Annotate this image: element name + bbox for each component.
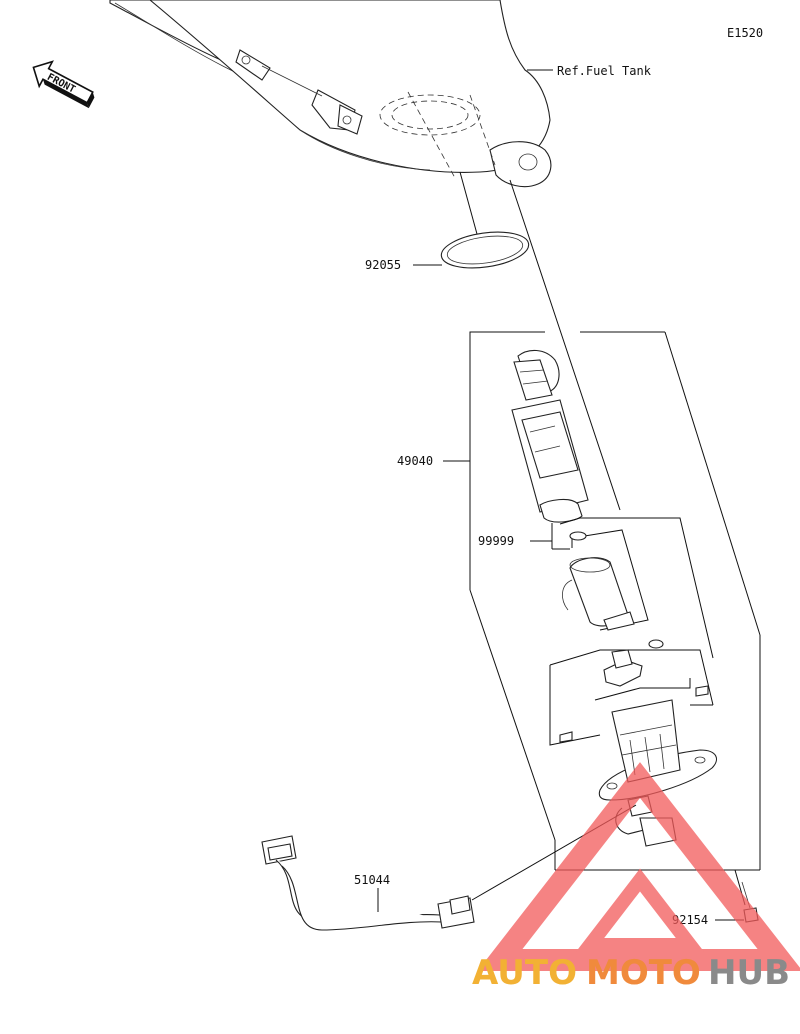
fuel-pump-motor — [562, 557, 635, 631]
svg-text:MOTO: MOTO — [586, 953, 701, 993]
diagram-code: E1520 — [727, 26, 763, 40]
small-oring — [569, 531, 587, 541]
watermark-text: AUTO MOTO HUB — [472, 953, 790, 993]
screw-icon — [559, 685, 709, 743]
fuel-tank-outline — [109, 0, 552, 188]
gasket-ring — [440, 231, 530, 269]
front-arrow-icon: FRONT — [32, 60, 95, 109]
part-number-49040: 49040 — [397, 454, 433, 468]
part-number-51044: 51044 — [354, 873, 390, 887]
small-oring-2 — [648, 639, 664, 649]
reference-label: Ref.Fuel Tank — [557, 64, 652, 78]
svg-text:AUTO: AUTO — [472, 953, 577, 993]
part-number-92055: 92055 — [365, 258, 401, 272]
watermark-logo — [477, 762, 800, 971]
assembly-bracket-49040 — [469, 331, 761, 871]
pressure-regulator — [603, 649, 643, 687]
part-number-99999: 99999 — [478, 534, 514, 548]
svg-text:HUB: HUB — [708, 953, 790, 993]
wire-harness-51044 — [261, 835, 475, 931]
fuel-pump-top — [511, 349, 589, 523]
